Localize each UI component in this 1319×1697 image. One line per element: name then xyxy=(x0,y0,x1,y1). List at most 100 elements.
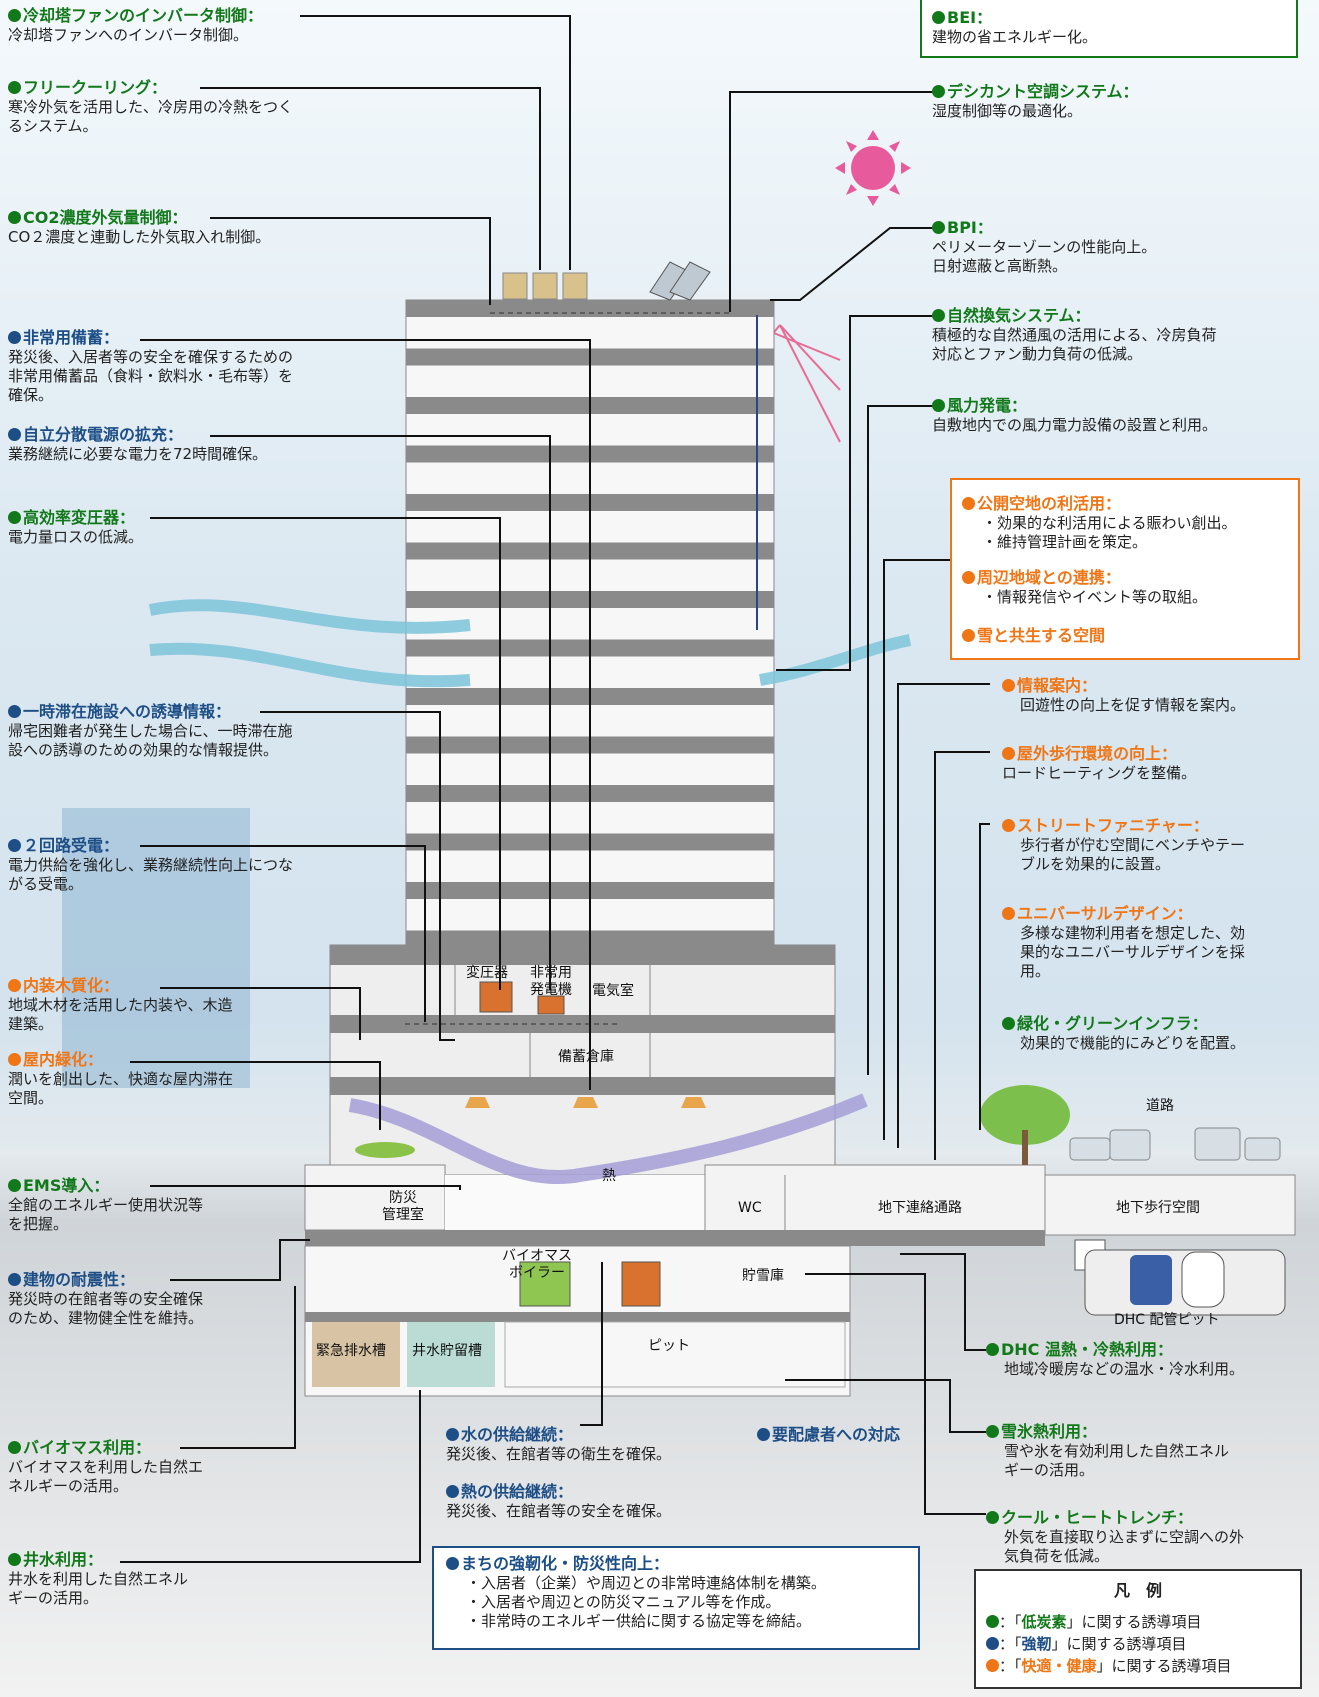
label-green-infra: 緑化・グリーンインフラ：効果的で機能的にみどりを配置。 xyxy=(1002,1014,1245,1053)
bullet-icon xyxy=(8,705,21,718)
label-free-cooling: フリークーリング：寒冷外気を活用した、冷房用の冷熱をつく るシステム。 xyxy=(8,78,294,135)
label-public-space: 公開空地の利活用：・効果的な利活用による賑わい創出。 ・維持管理計画を策定。 xyxy=(962,494,1237,552)
bullet-icon xyxy=(1002,819,1015,832)
bullet-icon xyxy=(986,1343,999,1356)
bullet-icon xyxy=(986,1511,999,1524)
leader-line xyxy=(934,751,990,1160)
label-temp-facility: 一時滞在施設への誘導情報：帰宅困難者が発生した場合に、一時滞在施 設への誘導のた… xyxy=(8,702,293,759)
room-electric: 電気室 xyxy=(592,983,634,999)
bullet-icon xyxy=(446,1485,459,1498)
label-info: 情報案内：回遊性の向上を促す情報を案内。 xyxy=(1002,676,1245,715)
room-dhc-pit: DHC 配管ピット xyxy=(1114,1312,1220,1328)
bullet-icon xyxy=(757,1428,770,1441)
label-power: 自立分散電源の拡充：業務継続に必要な電力を72時間確保。 xyxy=(8,425,268,463)
room-transformer: 変圧器 xyxy=(466,965,508,981)
bullet-icon xyxy=(1002,1017,1015,1030)
leader-line xyxy=(150,1185,461,1190)
legend-item-resilience: ：「強靭」に関する誘導項目 xyxy=(986,1633,1290,1655)
blue-dot-icon xyxy=(986,1637,999,1650)
room-pit: ピット xyxy=(648,1338,690,1354)
leader-line xyxy=(897,683,990,1148)
leader-line xyxy=(580,1262,603,1426)
leader-line xyxy=(805,1273,986,1515)
room-wc: WC xyxy=(738,1200,762,1216)
label-biomass: バイオマス利用：バイオマスを利用した自然エ ネルギーの活用。 xyxy=(8,1438,204,1495)
bullet-icon xyxy=(986,1425,999,1438)
label-transformer: 高効率変圧器：電力量ロスの低減。 xyxy=(8,508,144,546)
room-underground-walk: 地下歩行空間 xyxy=(1116,1200,1200,1216)
label-natural-vent: 自然換気システム：積極的な自然通風の活用による、冷房負荷 対応とファン動力負荷の… xyxy=(932,306,1217,363)
label-furniture: ストリートファニチャー：歩行者が佇む空間にベンチやテー ブルを効果的に設置。 xyxy=(1002,816,1245,874)
leader-line xyxy=(883,559,962,1140)
bullet-icon xyxy=(1002,907,1015,920)
label-co2: CO2濃度外気量制御：CO２濃度と連動した外気取入れ制御。 xyxy=(8,208,271,246)
label-dhc: DHC 温熱・冷熱利用：地域冷暖房などの温水・冷水利用。 xyxy=(986,1340,1244,1379)
bullet-icon xyxy=(446,1428,459,1441)
leader-line xyxy=(150,517,501,990)
room-storage: 備蓄倉庫 xyxy=(558,1049,614,1065)
bullet-icon xyxy=(932,85,945,98)
label-dual-line: ２回路受電：電力供給を強化し、業務継続性向上につな がる受電。 xyxy=(8,836,294,893)
label-snow-space: 雪と共生する空間 xyxy=(962,626,1105,646)
green-dot-icon xyxy=(986,1615,999,1628)
legend: 凡 例 ：「低炭素」に関する誘導項目 ：「強靭」に関する誘導項目 ：「快適・健康… xyxy=(974,1569,1302,1689)
legend-title: 凡 例 xyxy=(1113,1581,1162,1600)
bullet-icon xyxy=(8,1179,21,1192)
bullet-icon xyxy=(8,211,21,224)
leader-line xyxy=(140,845,426,1022)
leader-line xyxy=(900,1253,986,1351)
room-snow: 貯雪庫 xyxy=(742,1268,784,1284)
leader-line xyxy=(210,435,551,990)
leader-line xyxy=(770,227,940,301)
label-indoor-green: 屋内緑化：潤いを創出した、快適な屋内滞在 空間。 xyxy=(8,1050,234,1107)
leader-line xyxy=(785,1379,986,1433)
label-community: 周辺地域との連携：・情報発信やイベント等の取組。 xyxy=(962,568,1207,607)
leader-line xyxy=(170,1239,310,1281)
leader-line xyxy=(120,1390,421,1563)
legend-item-comfort: ：「快適・健康」に関する誘導項目 xyxy=(986,1655,1290,1677)
public-space-box xyxy=(950,478,1300,660)
room-well-tank: 井水貯留槽 xyxy=(412,1343,482,1359)
bullet-icon xyxy=(8,9,21,22)
leader-line xyxy=(130,1061,381,1130)
label-desiccant: デシカント空調システム：湿度制御等の最適化。 xyxy=(932,82,1139,120)
room-biomass: バイオマス ボイラー xyxy=(502,1248,572,1281)
bullet-icon xyxy=(1002,679,1015,692)
sun-icon xyxy=(835,130,911,206)
leader-line xyxy=(160,987,361,1040)
label-care: 要配慮者への対応 xyxy=(757,1425,900,1445)
bullet-icon xyxy=(8,511,21,524)
legend-item-low-carbon: ：「低炭素」に関する誘導項目 xyxy=(986,1611,1290,1633)
label-wood: 内装木質化：地域木材を活用した内装や、木造 建築。 xyxy=(8,976,233,1033)
bullet-icon xyxy=(8,1553,21,1566)
label-bpi: BPI：ペリメーターゾーンの性能向上。 日射遮蔽と高断熱。 xyxy=(932,218,1157,275)
bullet-icon xyxy=(962,629,975,642)
orange-dot-icon xyxy=(986,1659,999,1672)
bullet-icon xyxy=(8,1441,21,1454)
label-ems: EMS導入：全館のエネルギー使用状況等 を把握。 xyxy=(8,1176,204,1233)
label-resilience: まちの強靭化・防災性向上：・入居者（企業）や周辺との非常時連絡体制を構築。 ・入… xyxy=(446,1554,826,1631)
bullet-icon xyxy=(932,309,945,322)
bullet-icon xyxy=(8,1053,21,1066)
label-heat: 熱の供給継続：発災後、在館者等の安全を確保。 xyxy=(446,1482,672,1520)
leader-line xyxy=(210,217,491,305)
leader-line xyxy=(180,1286,296,1449)
leader-line xyxy=(729,91,940,312)
label-seismic: 建物の耐震性：発災時の在館者等の安全確保 のため、建物健全性を維持。 xyxy=(8,1270,204,1327)
room-disaster: 防災 管理室 xyxy=(382,1190,424,1223)
bullet-icon xyxy=(962,571,975,584)
label-bei: BEI：建物の省エネルギー化。 xyxy=(932,8,1098,46)
resilience-box xyxy=(432,1546,920,1650)
room-heat: 熱 xyxy=(602,1168,616,1184)
floor-slab xyxy=(406,300,774,317)
label-cooling-fan: 冷却塔ファンのインバータ制御：冷却塔ファンへのインバータ制御。 xyxy=(8,6,264,44)
bullet-icon xyxy=(446,1557,459,1570)
bullet-icon xyxy=(8,428,21,441)
leader-line xyxy=(200,87,541,270)
label-emergency-stock: 非常用備蓄：発災後、入居者等の安全を確保するための 非常用備蓄品（食料・飲料水・… xyxy=(8,328,294,404)
bei-box xyxy=(920,0,1298,58)
leader-line xyxy=(260,711,455,1041)
bullet-icon xyxy=(932,399,945,412)
bullet-icon xyxy=(8,839,21,852)
